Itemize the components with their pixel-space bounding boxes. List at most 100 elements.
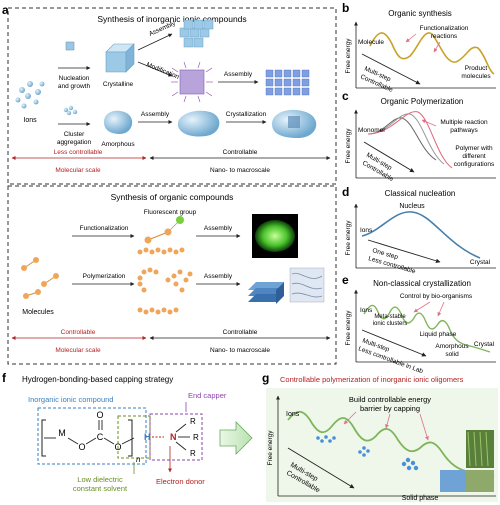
modification-arrow: [137, 61, 173, 77]
panel-e-crystal: Crystal: [474, 341, 495, 348]
panel-g-title: Controllable polymerization of inorganic…: [280, 375, 464, 384]
atom-o2: O: [96, 410, 103, 420]
panel-e-ylabel: Free energy: [345, 310, 352, 346]
panel-d-crystal: Crystal: [470, 259, 491, 266]
controllable-label: Controllable: [223, 149, 258, 156]
panel-b-pointer-2: [433, 41, 441, 53]
assembly-label-3: Assembly: [141, 111, 170, 118]
panel-b-func-2: reactions: [431, 33, 458, 40]
panel-e-liquid: Liquid phase: [420, 331, 457, 338]
amorphous-blob: [104, 110, 133, 134]
crystalline-cube: [105, 43, 135, 73]
panel-e-control: Control by bio-organisms: [400, 293, 473, 300]
panel-e-step-2: Less controllable in Lab: [357, 345, 424, 375]
panel-f-title: Hydrogen-bonding-based capping strategy: [22, 375, 173, 384]
molecular-scale-label-2: Molecular scale: [55, 347, 101, 354]
panel-d-letter: d: [342, 185, 349, 199]
nano-macro-label-2: Nano- to macroscale: [210, 347, 270, 354]
assembly-label-4: Assembly: [204, 225, 233, 232]
panel-a-bottom-box: [7, 185, 337, 365]
panel-a-top-box: [7, 7, 337, 185]
cluster-label-1: Cluster: [64, 131, 85, 138]
atom-r3: R: [190, 449, 196, 458]
panel-b-curve: [369, 32, 495, 75]
panel-a-letter: a: [2, 3, 9, 17]
panel-f-letter: f: [2, 371, 7, 385]
nano-macro-label: Nano- to macroscale: [210, 167, 270, 174]
panel-c-poly-1: Polymer with: [455, 145, 493, 152]
panel-f-donor: Electron donor: [156, 477, 205, 486]
cluster-label-2: aggregation: [57, 139, 92, 146]
layered-slab: [248, 282, 284, 304]
panel-c-trend-arrow: [363, 141, 415, 173]
panel-e-ions: Ions: [360, 307, 373, 314]
panel-c-pointer: [421, 119, 437, 127]
panel-b-ylabel: Free energy: [345, 38, 352, 74]
chemical-structure: M O C O O n H N R R R: [41, 410, 199, 464]
panel-g-trend-arrow: [287, 447, 355, 489]
solid-texture-1: [467, 431, 489, 467]
panel-f-low-2: constant solvent: [73, 484, 128, 493]
panel-c-poly-2: different: [462, 153, 486, 160]
panel-e-title: Non-classical crystallization: [373, 279, 471, 288]
controllable-label-black: Controllable: [223, 329, 258, 336]
atom-c: C: [97, 432, 104, 442]
panel-g-pointer-2: [385, 413, 391, 429]
atom-o3: O: [114, 442, 121, 452]
panel-b-product-1: Product: [465, 65, 488, 72]
panel-f-end-capper: End capper: [188, 391, 227, 400]
panel-c-path-3: [367, 111, 453, 169]
panel-d-nucleus: Nucleus: [399, 203, 425, 210]
panel-c-title: Organic Polymerization: [381, 97, 464, 106]
panel-f: f Hydrogen-bonding-based capping strateg…: [2, 371, 227, 493]
panel-g-pointer-1: [343, 411, 357, 425]
panel-e-meta-1: Meta-stable: [374, 314, 406, 320]
assembly-arrow-1: [137, 33, 173, 51]
panel-g-solid: Solid phase: [402, 495, 439, 502]
atom-m: M: [58, 428, 66, 438]
crystallization-label: Crystallization: [226, 111, 267, 118]
panel-g-ions: Ions: [286, 411, 300, 418]
ions-cluster: [15, 81, 45, 109]
amorphous-film: [177, 110, 220, 137]
panel-c-multi-2: pathways: [450, 127, 478, 134]
panel-c: c Organic Polymerization Free energy Mon…: [342, 89, 496, 183]
panel-g-letter: g: [262, 371, 269, 385]
less-controllable-label: Less controllable: [54, 149, 103, 156]
panel-d-ions: Ions: [360, 227, 373, 234]
atom-n: N: [170, 432, 177, 442]
panel-d-ylabel: Free energy: [345, 220, 352, 256]
panel-d-curve: [361, 211, 481, 259]
panel-c-ylabel: Free energy: [345, 128, 352, 164]
panel-c-letter: c: [342, 89, 349, 103]
modified-cube: [171, 61, 213, 103]
cube-array: [265, 69, 310, 96]
inorganic-box: [37, 407, 147, 465]
ions-label: Ions: [23, 117, 37, 124]
molecules-icon: [21, 257, 59, 299]
molecular-scale-label: Molecular scale: [55, 167, 101, 174]
panel-e-meta-2: ionic clusters: [373, 321, 408, 327]
panel-d-trend-arrow: [367, 239, 441, 263]
panel-b-title: Organic synthesis: [388, 9, 452, 18]
panel-e-trend-arrow: [361, 329, 427, 357]
panel-c-path-1: [367, 117, 437, 161]
modification-label: Modification: [145, 61, 180, 81]
cluster-icon: [63, 105, 78, 116]
polymerization-label: Polymerization: [83, 273, 126, 280]
atom-r1: R: [190, 417, 196, 426]
fluorescent-glow: [255, 220, 295, 252]
nucleus-icon: [65, 41, 75, 51]
panel-g: g Controllable polymerization of inorgan…: [262, 371, 498, 502]
oligomer-clusters: [316, 435, 419, 471]
atom-r2: R: [193, 433, 199, 442]
panel-e-amorph-2: solid: [445, 351, 459, 358]
panel-b-trend-arrow: [361, 53, 421, 85]
panel-b-letter: b: [342, 1, 349, 15]
nucleation-label-1: Nucleation: [59, 75, 90, 82]
panel-b-pointer-1: [405, 33, 417, 43]
panel-c-multi-1: Multiple reaction: [440, 119, 488, 126]
capper-box: [149, 413, 203, 461]
panel-d: d Classical nucleation Nucleus Free ener…: [342, 185, 496, 275]
